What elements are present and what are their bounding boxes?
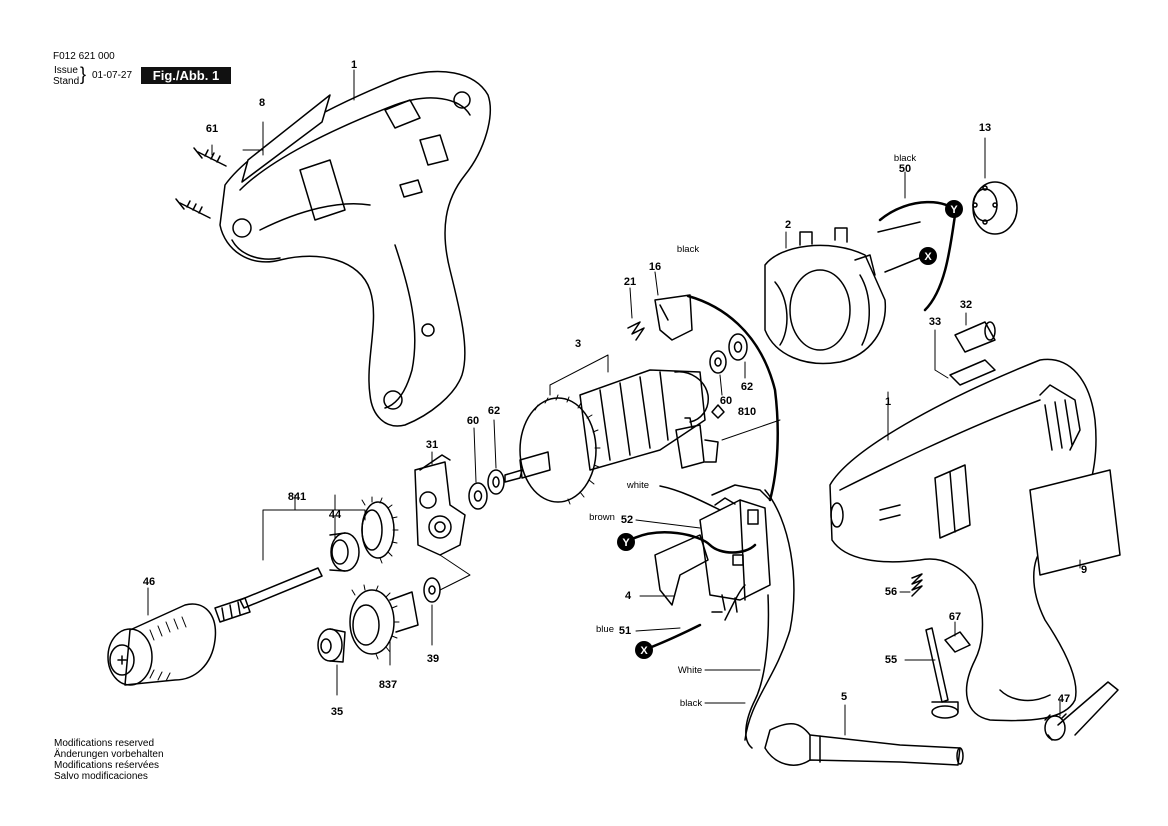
brace-glyph: } — [80, 64, 87, 84]
svg-text:Y: Y — [950, 204, 958, 216]
wire-label-white-bottom: White — [678, 665, 702, 676]
wire-label-black-bottom: black — [680, 698, 702, 709]
note-en: Modifications reserved — [54, 738, 155, 749]
washer-60-mid — [468, 482, 488, 510]
marker-y-stator: Y — [945, 200, 963, 218]
document-number: F012 621 000 — [53, 51, 115, 62]
gear-44 — [361, 496, 399, 564]
part-label-841: 841 — [288, 491, 306, 503]
part-label-51: 51 — [619, 625, 631, 637]
spindle-841 — [214, 567, 323, 623]
washer-62-mid — [487, 469, 505, 495]
stator-2 — [764, 227, 887, 365]
chuck-46 — [107, 603, 217, 686]
part-label-5: 5 — [841, 691, 847, 703]
nameplate-8 — [241, 94, 331, 183]
issue-label: Issue — [54, 65, 78, 76]
brush-plate-13 — [972, 181, 1018, 235]
note-es: Salvo modificaciones — [54, 771, 148, 782]
wire-label-white-switch: white — [626, 480, 649, 491]
washer-39 — [423, 577, 441, 603]
part-label-2: 2 — [785, 219, 791, 231]
bearing-plate-31 — [414, 454, 466, 556]
carbon-brush-32 — [954, 321, 996, 353]
power-cord-5 — [764, 723, 964, 766]
part-label-60-mid: 60 — [467, 415, 479, 427]
part-label-9: 9 — [1081, 564, 1087, 576]
wire-label-brown: brown — [589, 512, 615, 523]
svg-text:X: X — [924, 251, 932, 263]
gear-837 — [349, 584, 419, 660]
part-label-35: 35 — [331, 706, 343, 718]
chuck-key-47 — [1044, 681, 1119, 741]
wire-label-blue: blue — [596, 624, 614, 635]
marker-x-stator: X — [919, 247, 937, 265]
part-label-31: 31 — [426, 439, 438, 451]
part-label-50: 50 — [899, 163, 911, 175]
part-label-61: 61 — [206, 123, 218, 135]
part-label-21: 21 — [624, 276, 636, 288]
depth-rod-55 — [925, 627, 959, 719]
housing-half-right — [829, 358, 1097, 722]
part-label-810: 810 — [738, 406, 756, 418]
part-label-46: 46 — [143, 576, 155, 588]
part-label-33: 33 — [929, 316, 941, 328]
wire-label-black-stator: black — [894, 153, 916, 164]
part-label-39: 39 — [427, 653, 439, 665]
part-label-60-top: 60 — [720, 395, 732, 407]
part-label-16: 16 — [649, 261, 661, 273]
part-label-1-right: 1 — [885, 396, 891, 408]
part-label-56: 56 — [885, 586, 897, 598]
part-label-67: 67 — [949, 611, 961, 623]
wire-label-black-top: black — [677, 244, 699, 255]
figure-label: Fig./Abb. 1 — [141, 67, 231, 84]
brush-holder-16 — [654, 294, 693, 341]
washer-60-top — [709, 350, 727, 374]
svg-text:X: X — [640, 645, 648, 657]
clip-67 — [944, 631, 971, 653]
marker-x-switch: X — [635, 641, 653, 659]
part-label-3: 3 — [575, 338, 581, 350]
marker-y-switch: Y — [617, 533, 635, 551]
issue-date: 01-07-27 — [92, 70, 133, 81]
note-de: Änderungen vorbehalten — [54, 749, 164, 760]
part-label-62-mid: 62 — [488, 405, 500, 417]
part-label-1-top: 1 — [351, 59, 357, 71]
part-label-32: 32 — [960, 299, 972, 311]
bearing-44 — [329, 532, 360, 572]
part-label-837: 837 — [379, 679, 397, 691]
part-label-8: 8 — [259, 97, 265, 109]
part-label-62-top: 62 — [741, 381, 753, 393]
part-label-4: 4 — [625, 590, 632, 602]
nameplate-9 — [1029, 469, 1121, 576]
modification-notes: Modifications reserved Änderungen vorbeh… — [54, 738, 164, 782]
part-label-55: 55 — [885, 654, 897, 666]
brush-holder-33 — [949, 359, 996, 386]
bushing-35 — [317, 628, 346, 663]
armature-3 — [504, 369, 709, 505]
svg-text:Y: Y — [622, 537, 630, 549]
washer-62-top — [728, 333, 748, 361]
part-label-52: 52 — [621, 514, 633, 526]
switch-4 — [654, 497, 771, 613]
stand-label: Stand — [53, 76, 80, 87]
spring-21 — [627, 321, 645, 341]
part-label-44: 44 — [329, 509, 342, 521]
suppressor-810 — [675, 417, 719, 469]
spring-56 — [911, 573, 923, 597]
note-fr: Modifications reśervées — [54, 760, 160, 771]
housing-half-left — [219, 70, 491, 427]
part-label-13: 13 — [979, 122, 991, 134]
screw-61 — [175, 147, 227, 219]
part-label-47: 47 — [1058, 693, 1070, 705]
